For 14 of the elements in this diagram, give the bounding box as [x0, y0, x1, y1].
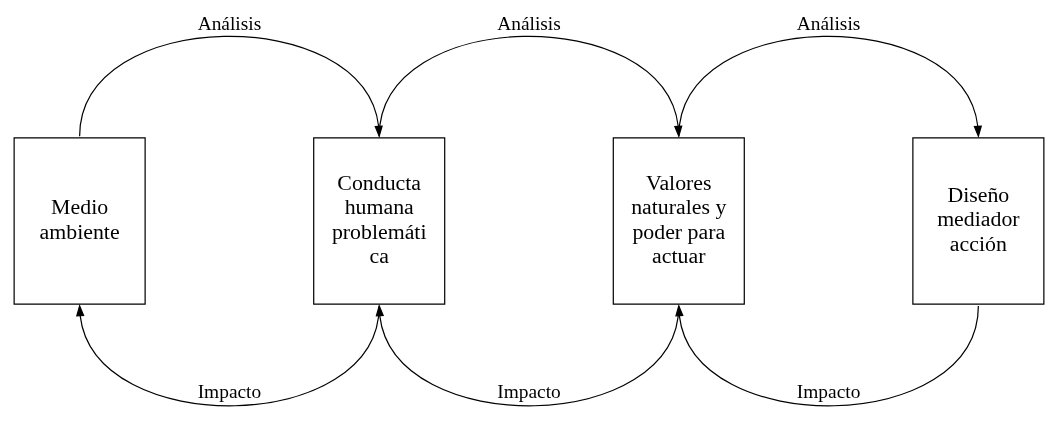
arrow: [675, 304, 979, 407]
node-box: Medio ambiente: [13, 137, 146, 305]
node-box: Conducta humana problemáti ca: [313, 137, 446, 305]
arrow: [678, 35, 983, 138]
edge-label: Impacto: [497, 380, 561, 402]
node-box: Diseño mediador acción: [912, 137, 1045, 305]
edge-label: Impacto: [796, 380, 861, 402]
edge-label: Impacto: [197, 380, 262, 402]
arrow: [75, 304, 380, 407]
edge-label: Análisis: [497, 13, 561, 35]
arrow: [375, 304, 680, 407]
edge-label: Análisis: [796, 13, 861, 35]
edge-label: Análisis: [197, 13, 262, 35]
node-box: Valores naturales y poder para actuar: [612, 137, 745, 305]
